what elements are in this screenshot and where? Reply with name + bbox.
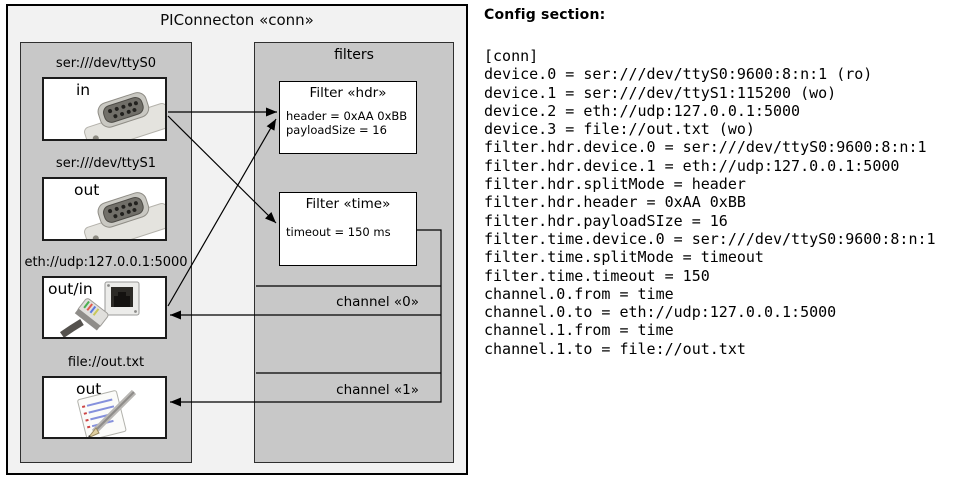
config-line: filter.time.device.0 = ser:///dev/ttyS0:…: [484, 229, 936, 248]
config-line: filter.hdr.device.0 = ser:///dev/ttyS0:9…: [484, 138, 927, 157]
config-line: [conn]: [484, 47, 539, 65]
config-line: channel.1.from = time: [484, 321, 674, 340]
ethernet-connector-icon: [59, 281, 140, 337]
port-label: in: [76, 81, 91, 99]
port-label: out/in: [48, 280, 93, 298]
serial-connector-icon: [84, 192, 165, 239]
port-label: out: [76, 380, 102, 398]
config-line: filter.hdr.payloadSIze = 16: [484, 211, 728, 230]
filter-prop: timeout = 150 ms: [286, 225, 391, 239]
filter-prop: payloadSize = 16: [286, 123, 387, 137]
channel-0-label: channel «0»: [336, 294, 419, 310]
filter-title: Filter «hdr»: [309, 85, 387, 101]
device-url-label-file: file://out.txt: [67, 355, 145, 370]
config-line: device.0 = ser:///dev/ttyS0:9600:8:n:1 (…: [484, 65, 873, 84]
devices-panel: ser:///dev/ttyS0 in: [20, 42, 192, 463]
device-box-ttyS0: in: [42, 77, 167, 141]
device-url-label-ttyS1: ser:///dev/ttyS1: [55, 156, 157, 171]
device-box-ttyS1: out: [42, 177, 167, 241]
config-line: filter.hdr.header = 0xAA 0xBB: [484, 193, 746, 212]
config-line: device.1 = ser:///dev/ttyS1:115200 (wo): [484, 83, 837, 102]
config-line: device.2 = eth://udp:127.0.0.1:5000: [484, 101, 801, 120]
port-label: out: [74, 181, 100, 199]
pencil-icon: [88, 389, 137, 437]
config-listing: [conn]device.0 = ser:///dev/ttyS0:9600:8…: [484, 47, 962, 358]
config-line: filter.time.splitMode = timeout: [484, 248, 764, 267]
diagram-title: PIConnecton «conn»: [160, 11, 314, 29]
device-url-label-udp: eth://udp:127.0.0.1:5000: [24, 255, 188, 270]
filter-title: Filter «time»: [305, 196, 391, 212]
device-url-label-ttyS0: ser:///dev/ttyS0: [55, 56, 157, 71]
config-line: channel.0.from = time: [484, 284, 674, 303]
filters-panel-title: filters: [334, 47, 374, 63]
filter-box-time: Filter «time» timeout = 150 ms: [279, 192, 417, 266]
serial-connector-icon: [84, 92, 165, 139]
config-line: channel.0.to = eth://udp:127.0.0.1:5000: [484, 303, 837, 322]
config-heading: Config section:: [484, 7, 606, 23]
config-line: filter.hdr.device.1 = eth://udp:127.0.0.…: [484, 156, 900, 175]
notepad-icon: [77, 389, 137, 437]
device-box-udp: out/in: [42, 276, 167, 339]
config-line: device.3 = file://out.txt (wo): [484, 120, 755, 139]
channel-1-label: channel «1»: [336, 382, 419, 398]
filter-box-hdr: Filter «hdr» header = 0xAA 0xBB payloadS…: [279, 81, 417, 154]
config-line: channel.1.to = file://out.txt: [484, 339, 746, 358]
device-box-file: out: [42, 376, 167, 439]
config-line: filter.hdr.splitMode = header: [484, 175, 746, 194]
connection-diagram-frame: PIConnecton «conn» ser:///dev/ttyS0 in: [6, 4, 468, 475]
filters-panel: filters Filter «hdr» header = 0xAA 0xBB …: [254, 42, 454, 463]
filter-prop: header = 0xAA 0xBB: [286, 109, 408, 123]
config-line: filter.time.timeout = 150: [484, 266, 710, 285]
ethernet-jack-icon: [104, 281, 140, 316]
ethernet-plug-icon: [74, 298, 109, 331]
